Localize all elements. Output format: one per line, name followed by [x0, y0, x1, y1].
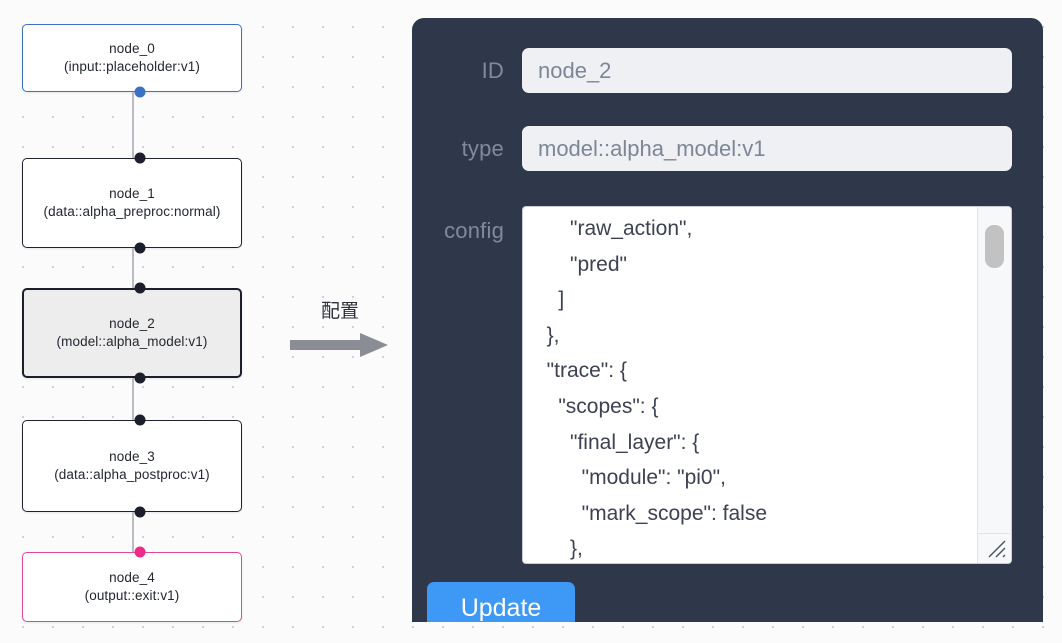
graph-node-node_1[interactable]: node_1 (data::alpha_preproc:normal)	[22, 158, 242, 248]
node-title: node_1	[109, 185, 155, 201]
graph-node-node_2[interactable]: node_2 (model::alpha_model:v1)	[22, 288, 242, 378]
config-scrollbar-thumb[interactable]	[985, 225, 1004, 268]
type-label: type	[461, 135, 504, 161]
handle-node3-target[interactable]	[134, 414, 146, 426]
id-input[interactable]	[522, 48, 1012, 93]
config-annotation: 配置	[288, 296, 398, 366]
id-label: ID	[481, 57, 504, 83]
resize-handle-icon[interactable]	[978, 533, 1010, 562]
node-subtitle: (data::alpha_preproc:normal)	[43, 204, 221, 219]
graph-node-node_0[interactable]: node_0 (input::placeholder:v1)	[22, 24, 242, 92]
node-config-panel: ID type config Update	[412, 18, 1043, 622]
handle-node1-target[interactable]	[134, 152, 146, 164]
edge-node1-node2	[131, 248, 134, 288]
graph-node-node_4[interactable]: node_4 (output::exit:v1)	[22, 552, 242, 622]
node-title: node_2	[109, 315, 155, 331]
node-subtitle: (input::placeholder:v1)	[64, 59, 200, 74]
handle-node2-source[interactable]	[134, 372, 146, 384]
node-subtitle: (data::alpha_postproc:v1)	[54, 467, 210, 482]
node-subtitle: (model::alpha_model:v1)	[56, 334, 208, 349]
handle-node3-source[interactable]	[134, 506, 146, 518]
handle-node0-source[interactable]	[134, 86, 146, 98]
handle-node4-target[interactable]	[134, 546, 146, 558]
node-title: node_4	[109, 569, 155, 585]
field-row-config: config	[422, 206, 1012, 564]
config-scrollbar[interactable]	[977, 207, 1011, 563]
field-row-type: type	[422, 126, 1012, 171]
handle-node1-source[interactable]	[134, 242, 146, 254]
edge-node2-node3	[131, 378, 134, 420]
node-subtitle: (output::exit:v1)	[84, 588, 180, 603]
config-textarea[interactable]	[523, 207, 978, 563]
arrow-label: 配置	[320, 300, 359, 322]
edge-node0-node1	[131, 92, 134, 158]
field-row-id: ID	[422, 48, 1012, 93]
node-title: node_3	[109, 448, 155, 464]
update-button[interactable]: Update	[427, 582, 575, 622]
graph-node-node_3[interactable]: node_3 (data::alpha_postproc:v1)	[22, 420, 242, 512]
handle-node2-target[interactable]	[134, 282, 146, 294]
config-editor[interactable]	[522, 206, 1012, 564]
node-title: node_0	[109, 40, 155, 56]
type-input[interactable]	[522, 126, 1012, 171]
config-label: config	[444, 218, 504, 243]
graph-canvas[interactable]: node_0 (input::placeholder:v1) node_1 (d…	[0, 0, 280, 643]
right-arrow-icon	[290, 333, 388, 357]
edge-node3-node4	[131, 512, 134, 552]
